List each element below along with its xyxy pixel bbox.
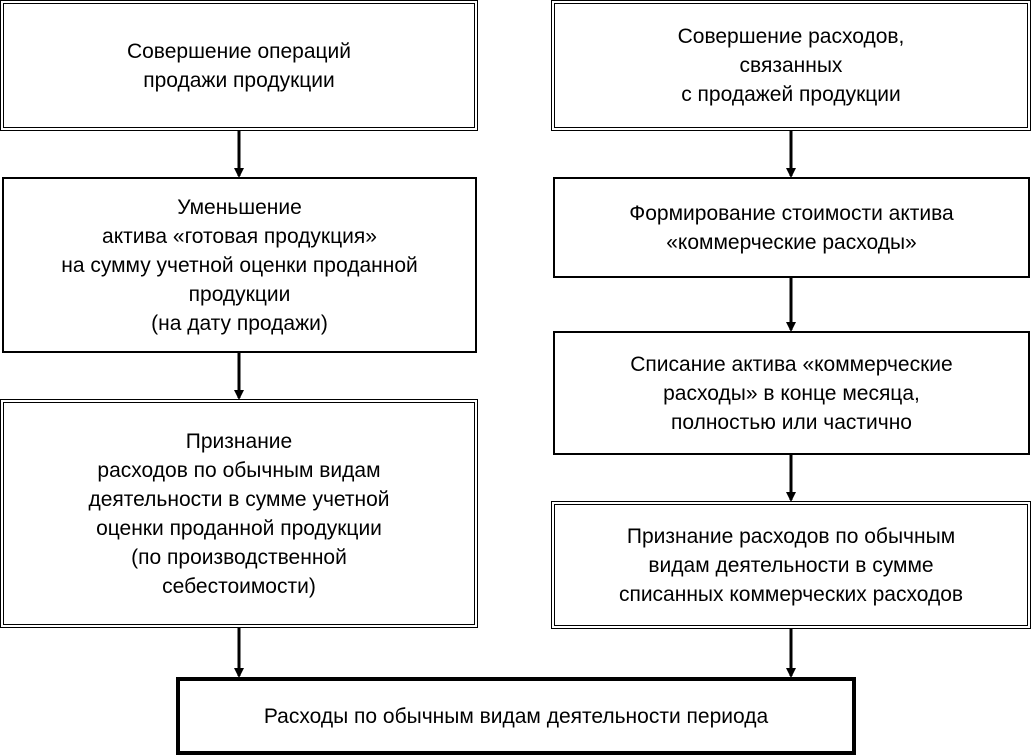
box-asset-formation-text: Формирование стоимости актива «коммерчес… [629, 201, 954, 254]
box-period-expenses: Расходы по обычным видам деятельности пе… [176, 677, 856, 755]
box-selling-expense-recognition-text: Признание расходов по обычным видам деят… [618, 524, 964, 606]
box-cost-recognition-text: Признание расходов по обычным видам деят… [88, 429, 390, 598]
box-asset-formation: Формирование стоимости актива «коммерчес… [553, 177, 1030, 278]
box-selling-expenses: Совершение расходов, связанных с продаже… [551, 0, 1031, 131]
box-selling-expense-recognition: Признание расходов по обычным видам деят… [551, 501, 1031, 629]
box-asset-write-off: Списание актива «коммерческие расходы» в… [553, 331, 1030, 455]
box-asset-write-off-text: Списание актива «коммерческие расходы» в… [630, 352, 953, 434]
box-period-expenses-text: Расходы по обычным видам деятельности пе… [263, 704, 769, 728]
box-cost-recognition: Признание расходов по обычным видам деят… [0, 399, 478, 628]
box-finished-goods-decrease-text: Уменьшение актива «готовая продукция» на… [61, 195, 418, 335]
box-finished-goods-decrease: Уменьшение актива «готовая продукция» на… [2, 177, 477, 353]
box-sales-operations: Совершение операций продажи продукции [0, 0, 478, 131]
box-sales-operations-text: Совершение операций продажи продукции [126, 39, 352, 92]
box-selling-expenses-text: Совершение расходов, связанных с продаже… [677, 25, 905, 106]
